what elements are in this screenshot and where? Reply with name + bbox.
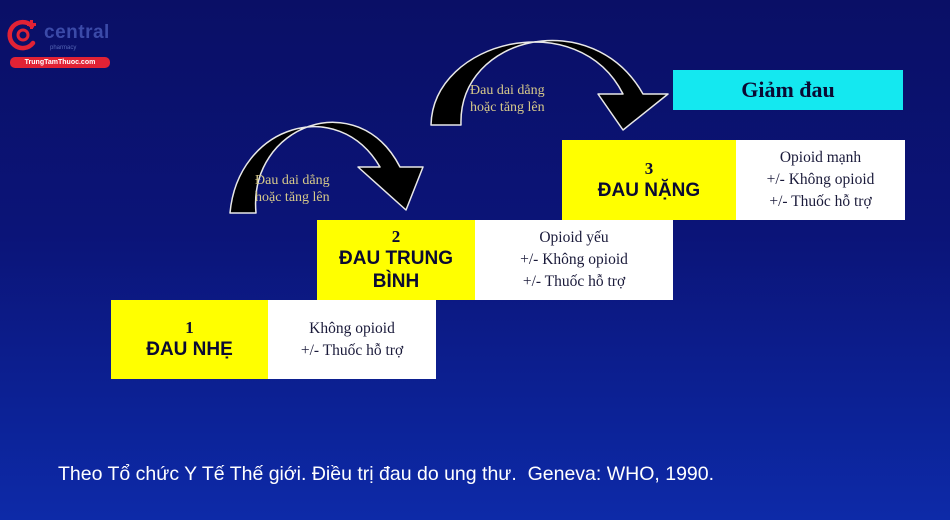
brand-name: central	[44, 22, 110, 43]
citation-text: Theo Tổ chức Y Tế Thế giới. Điều trị đau…	[58, 463, 715, 485]
step-level-name: ĐAU NHẸ	[146, 339, 233, 360]
brand-logo: central pharmacy TrungTamThuoc.com	[6, 14, 116, 69]
step-1-level: 1 ĐAU NHẸ	[111, 300, 268, 379]
step-level-name: BÌNH	[372, 271, 420, 292]
brand-url: TrungTamThuoc.com	[10, 57, 110, 68]
curved-arrow-icon	[430, 39, 669, 131]
step-level-name: ĐAU NẶNG	[597, 179, 701, 201]
ladder-step-3: 3 ĐAU NẶNG Opioid mạnh +/- Không opioid …	[562, 140, 905, 220]
pain-relief-box: Giảm đau	[673, 70, 903, 110]
step-3-drugs: Opioid mạnh +/- Không opioid +/- Thuốc h…	[736, 140, 905, 220]
curved-arrow-icon	[229, 121, 424, 214]
brand-subtitle: pharmacy	[50, 45, 77, 51]
escalation-label-2: Đau dai dẳng hoặc tăng lên	[470, 83, 545, 115]
step-number: 1	[185, 318, 194, 337]
ladder-step-2: 2 ĐAU TRUNG BÌNH Opioid yếu +/- Không op…	[317, 220, 673, 300]
step-number: 3	[644, 158, 654, 178]
step-number: 2	[391, 227, 401, 246]
ladder-step-1: 1 ĐAU NHẸ Không opioid +/- Thuốc hỗ trợ	[111, 300, 436, 379]
step-2-drugs: Opioid yếu +/- Không opioid +/- Thuốc hỗ…	[475, 220, 673, 300]
central-pharmacy-logo-icon	[7, 19, 36, 51]
step-3-level: 3 ĐAU NẶNG	[562, 140, 736, 220]
step-2-level: 2 ĐAU TRUNG BÌNH	[317, 220, 475, 300]
step-1-drugs: Không opioid +/- Thuốc hỗ trợ	[268, 300, 436, 379]
step-level-name: ĐAU TRUNG	[339, 248, 453, 269]
pain-relief-label: Giảm đau	[741, 77, 835, 102]
escalation-label-1: Đau dai dẳng hoặc tăng lên	[255, 173, 330, 205]
